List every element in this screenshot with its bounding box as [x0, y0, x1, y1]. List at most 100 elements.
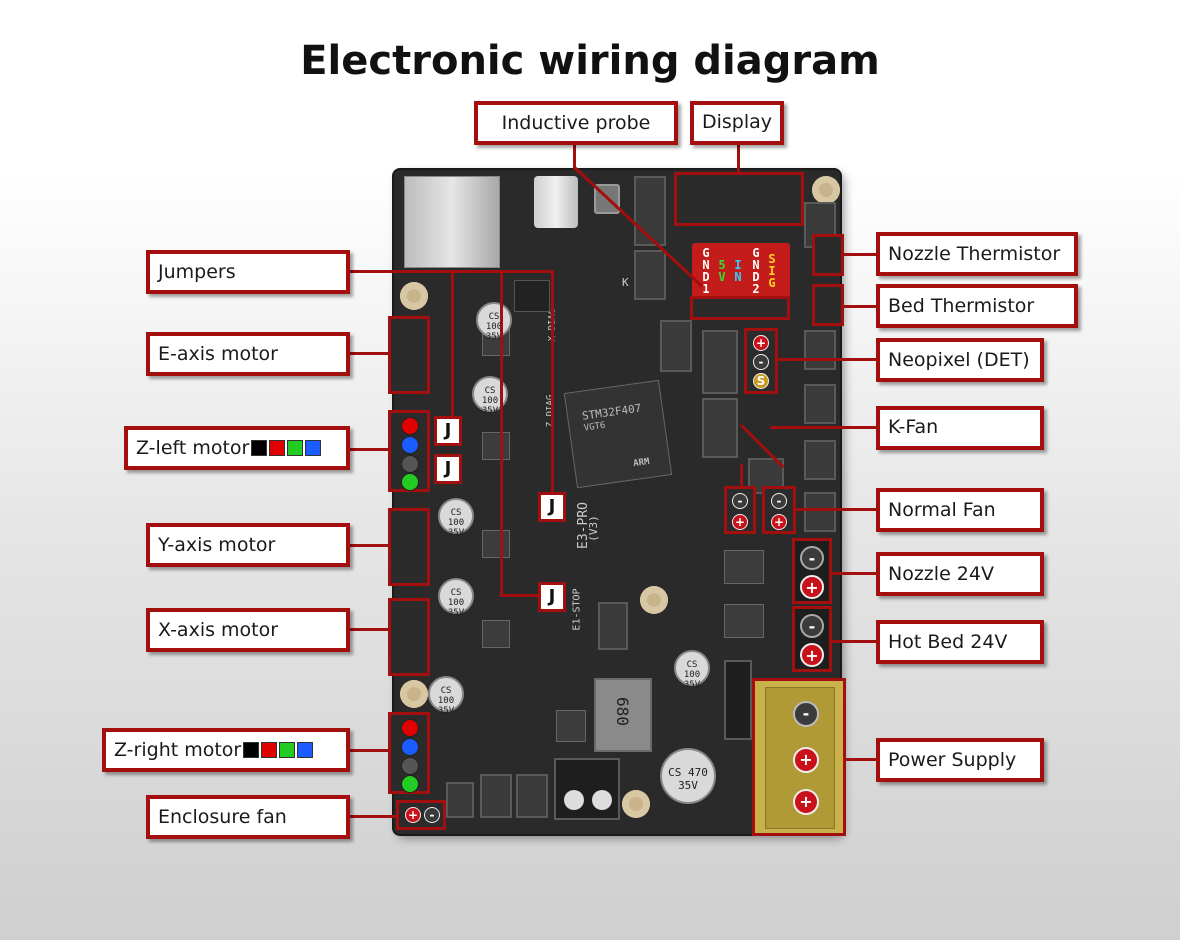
jumper-marker: J [434, 416, 462, 446]
connector [480, 774, 512, 818]
connector [516, 774, 548, 818]
label-inductive-probe: Inductive probe [474, 101, 678, 145]
label-text: Nozzle 24V [888, 563, 994, 585]
capacitor: CS 100 35V [476, 302, 512, 342]
connector [702, 398, 738, 458]
connector [702, 330, 738, 394]
label-text: K-Fan [888, 416, 939, 438]
capacitor: CS 100 35V [674, 650, 710, 690]
driver-chip [482, 432, 510, 460]
pin-char: D [702, 270, 710, 284]
connector [634, 250, 666, 300]
label-y-axis-motor: Y-axis motor [146, 523, 350, 567]
label-hot-bed-24v: Hot Bed 24V [876, 620, 1044, 664]
pin-5v: 5 V [716, 259, 728, 283]
plus-marker: + [405, 807, 421, 823]
page-title: Electronic wiring diagram [300, 38, 880, 84]
minus-marker: - [753, 354, 769, 370]
label-text: Power Supply [888, 749, 1017, 771]
model-sub-label: (V3) [586, 515, 600, 542]
leader-line [573, 144, 576, 170]
capacitor-label: CS 470 35V [668, 766, 708, 792]
plus-terminal: + [800, 575, 824, 599]
swatch-blue [305, 440, 322, 456]
e-axis-motor-connector [388, 316, 430, 394]
label-jumpers: Jumpers [146, 250, 350, 294]
label-z-right-motor: Z-right motor [102, 728, 350, 772]
label-text: Hot Bed 24V [888, 631, 1008, 653]
pin-sig: S I G [766, 253, 778, 289]
capacitor-label: CS 100 35V [683, 660, 701, 690]
pin-char: G [768, 276, 776, 290]
minus-marker: - [732, 493, 748, 509]
label-text: Neopixel (DET) [888, 349, 1030, 371]
label-nozzle-24v: Nozzle 24V [876, 552, 1044, 596]
mcu-chip: STM32F407 VGT6 ARM [563, 379, 673, 489]
k-fan-connector: - + [724, 486, 756, 534]
bed-thermistor-connector [812, 284, 844, 326]
leader-line [451, 270, 454, 416]
label-text: Bed Thermistor [888, 295, 1035, 317]
plus-terminal: + [793, 789, 819, 815]
nozzle-24v-terminal: - + [792, 538, 832, 604]
pin-char: I [734, 258, 742, 272]
leader-line [348, 749, 388, 752]
label-power-supply: Power Supply [876, 738, 1044, 782]
mount-hole [812, 176, 840, 204]
pin-char: N [734, 270, 742, 284]
plus-terminal: + [793, 747, 819, 773]
pin-char: 5 [718, 258, 726, 272]
capacitor-label: CS 100 35V [481, 386, 499, 416]
leader-line [796, 508, 878, 511]
probe-pin-map: G N D 1 5 V I N G N D 2 S I G [692, 243, 790, 297]
wire-dot-green [401, 775, 419, 793]
leader-line [846, 758, 878, 761]
power-supply-terminal: - + + [752, 678, 846, 836]
pin-in: I N [732, 259, 744, 283]
pin-char: D [752, 270, 760, 284]
mosfet [724, 604, 764, 638]
swatch-green [287, 440, 304, 456]
mosfet [724, 550, 764, 584]
label-e-axis-motor: E-axis motor [146, 332, 350, 376]
pin-char: S [768, 252, 776, 266]
inductor-label: 680 [612, 697, 632, 726]
plus-marker: + [771, 514, 787, 530]
label-nozzle-thermistor: Nozzle Thermistor [876, 232, 1078, 276]
sd-card-slot [404, 176, 500, 268]
capacitor: CS 100 35V [438, 578, 474, 618]
capacitor: CS 100 35V [438, 498, 474, 538]
capacitor-large: CS 470 35V [660, 748, 716, 804]
label-text: Enclosure fan [158, 806, 287, 828]
jumper-marker: J [538, 492, 566, 522]
minus-terminal: - [800, 614, 824, 638]
label-display: Display [690, 101, 784, 145]
leader-line [348, 448, 388, 451]
swatch-blue [297, 742, 314, 758]
label-text: Normal Fan [888, 499, 996, 521]
screw [564, 790, 584, 810]
wire-dot-black [401, 757, 419, 775]
driver-chip [482, 620, 510, 648]
wire-dot-red [401, 719, 419, 737]
mount-hole [400, 282, 428, 310]
label-enclosure-fan: Enclosure fan [146, 795, 350, 839]
nozzle-thermistor-connector [812, 234, 844, 276]
arm-logo-text: ARM [632, 456, 651, 470]
label-normal-fan: Normal Fan [876, 488, 1044, 532]
connector [804, 384, 836, 424]
plus-marker: + [732, 514, 748, 530]
z-left-motor-connector [388, 410, 430, 492]
leader-line [844, 253, 878, 256]
wire-dot-black [401, 455, 419, 473]
x-axis-motor-connector [388, 598, 430, 676]
label-z-left-motor: Z-left motor [124, 426, 350, 470]
minus-marker: - [771, 493, 787, 509]
leader-line [832, 640, 878, 643]
label-text: Z-left motor [136, 437, 250, 459]
mcu-label: STM32F407 [581, 401, 643, 423]
fuse-holder [724, 660, 752, 740]
wire-dot-green [401, 473, 419, 491]
z-right-motor-connector [388, 712, 430, 794]
pin-char: V [718, 270, 726, 284]
